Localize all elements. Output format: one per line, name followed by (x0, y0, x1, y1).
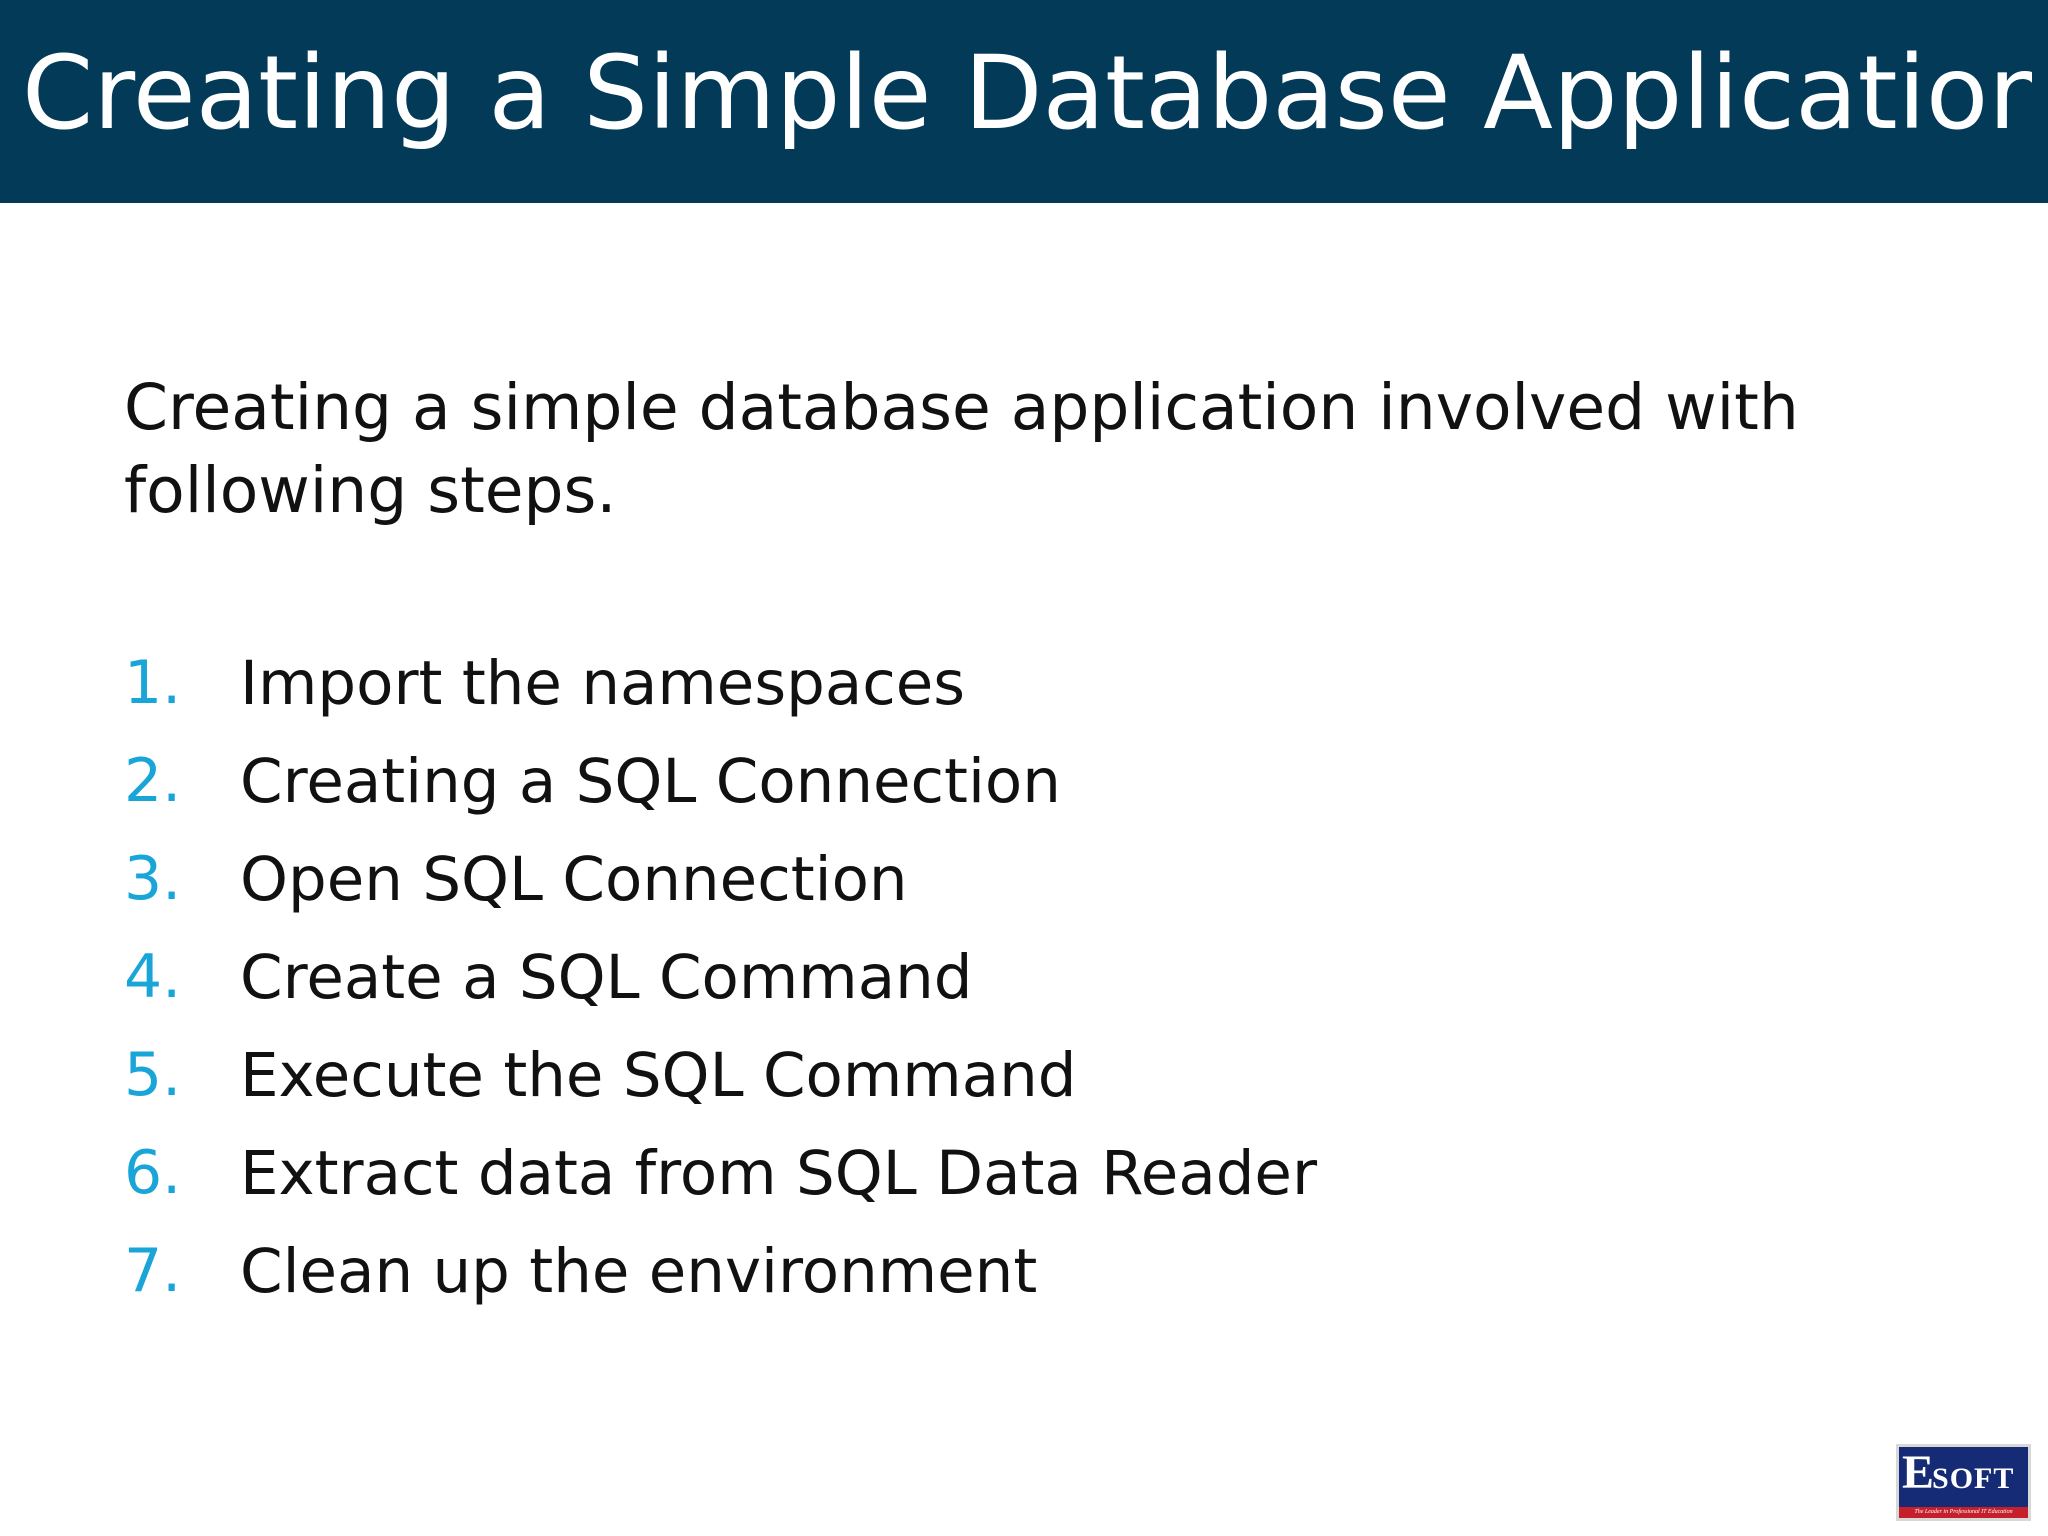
step-text: Import the namespaces (240, 647, 966, 719)
esoft-logo: ESOFT The Leader in Professional IT Educ… (1896, 1444, 2031, 1521)
step-item: 7. Clean up the environment (124, 1222, 1317, 1320)
logo-mark-rest: SOFT (1932, 1462, 2015, 1495)
step-number: 6. (124, 1138, 182, 1208)
logo-tagline: The Leader in Professional IT Education (1899, 1507, 2028, 1518)
step-number: 3. (124, 844, 182, 914)
step-item: 6. Extract data from SQL Data Reader (124, 1124, 1317, 1222)
steps-list: 1. Import the namespaces 2. Creating a S… (124, 634, 1317, 1320)
step-text: Extract data from SQL Data Reader (240, 1137, 1318, 1209)
step-item: 1. Import the namespaces (124, 634, 1317, 732)
step-text: Execute the SQL Command (240, 1039, 1077, 1111)
step-number: 4. (124, 942, 182, 1012)
intro-paragraph: Creating a simple database application i… (124, 371, 1799, 527)
step-number: 7. (124, 1236, 182, 1306)
step-number: 2. (124, 746, 182, 816)
step-item: 5. Execute the SQL Command (124, 1026, 1317, 1124)
step-text: Open SQL Connection (240, 843, 908, 915)
step-text: Creating a SQL Connection (240, 745, 1061, 817)
title-bar: Creating a Simple Database Application (0, 0, 2048, 203)
step-number: 1. (124, 648, 182, 718)
step-item: 2. Creating a SQL Connection (124, 732, 1317, 830)
step-number: 5. (124, 1040, 182, 1110)
step-text: Create a SQL Command (240, 941, 973, 1013)
logo-mark: ESOFT (1902, 1449, 2028, 1497)
step-text: Clean up the environment (240, 1235, 1038, 1307)
step-item: 4. Create a SQL Command (124, 928, 1317, 1026)
slide-title: Creating a Simple Database Application (22, 38, 2032, 151)
logo-mark-first: E (1902, 1446, 1934, 1499)
step-item: 3. Open SQL Connection (124, 830, 1317, 928)
